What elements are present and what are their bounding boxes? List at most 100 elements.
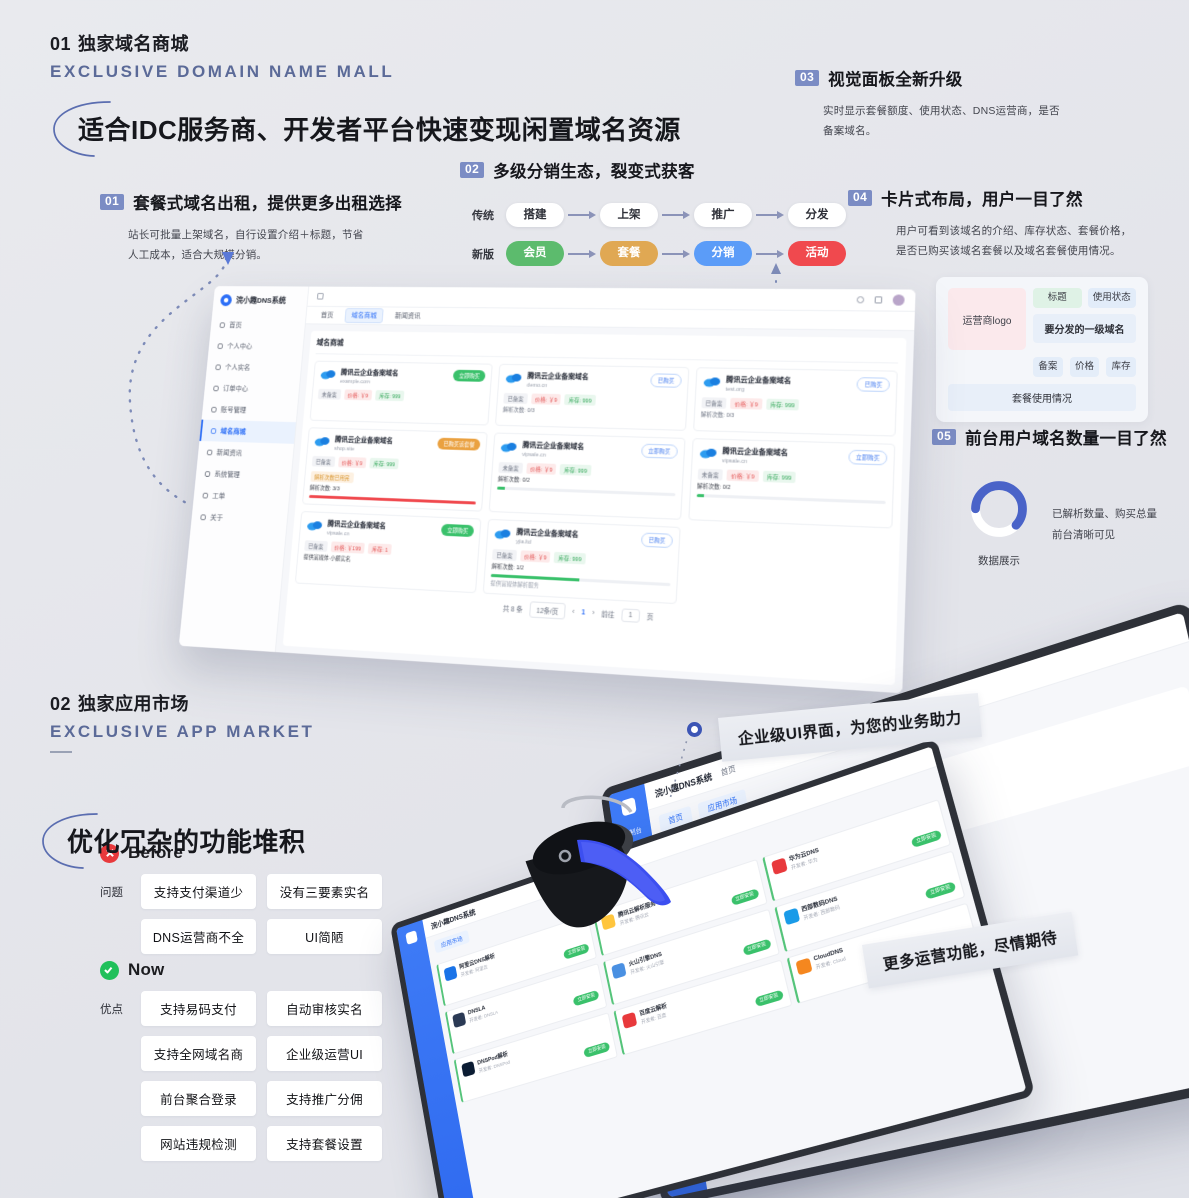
page-size-select[interactable]: 12条/页 xyxy=(529,601,566,620)
card-head: 腾讯云企业备案域名 yjia.ltd xyxy=(493,526,672,552)
card-tags: 未备案 价格: ￥9 库存: 999 xyxy=(317,388,485,403)
feature-01-head: 01 套餐式域名出租，提供更多出租选择 xyxy=(100,190,440,214)
sidebar-item-account[interactable]: 账号管理 xyxy=(202,398,298,422)
card-name: 腾讯云企业备案域名 xyxy=(340,369,399,378)
card-tag: 库存: 999 xyxy=(564,394,596,406)
domain-mall-panel: 域名商城 立即购买 腾讯云企业备案域名 example.com 未备案 xyxy=(282,330,907,686)
flow-arrow-icon xyxy=(564,249,600,259)
domain-card[interactable]: 立即购买 腾讯云企业备案域名 vipsale.cn 未备案 价格: ￥9 库存:… xyxy=(488,432,686,520)
feature-block-03: 03 视觉面板全新升级 实时显示套餐额度、使用状态、DNS运营商，是否 备案域名… xyxy=(795,66,1155,142)
sidebar-item-domain-mall[interactable]: 域名商城 xyxy=(199,419,296,444)
card-name: 腾讯云企业备案域名 xyxy=(327,520,387,531)
info-icon xyxy=(200,513,207,520)
now-tag: 前台聚合登录 xyxy=(141,1081,256,1116)
section-two-headline-wrap: 优化冗杂的功能堆积 xyxy=(42,813,1189,869)
feature-02-number: 02 xyxy=(460,161,485,179)
domain-card[interactable]: 已购买 腾讯云企业备案域名 demo.cn 已备案 价格: ￥9 库存: 999 xyxy=(495,363,690,431)
domain-card[interactable]: 已购买该套餐 腾讯云企业备案域名 shop.site 已备案 价格: ￥9 库存… xyxy=(301,427,489,512)
install-button[interactable]: 立即安装 xyxy=(730,887,760,906)
install-button[interactable]: 立即安装 xyxy=(924,880,957,900)
card-domain: vipsale.cn xyxy=(326,530,350,538)
sidebar-label: 个人中心 xyxy=(226,341,253,350)
sidebar-item-realname[interactable]: 个人实名 xyxy=(206,356,302,379)
card-status-badge[interactable]: 已购买 xyxy=(640,532,673,549)
tab-home[interactable]: 首页 xyxy=(320,312,334,320)
card-quota: 解析次数: 0/3 xyxy=(502,407,535,415)
prev-page-button[interactable]: ‹ xyxy=(572,608,575,616)
domain-card[interactable]: 已购买 腾讯云企业备案域名 test.org 已备案 价格: ￥9 库存: 99… xyxy=(692,367,898,437)
card-name: 腾讯云企业备案域名 xyxy=(516,529,579,539)
install-button[interactable]: 立即安装 xyxy=(583,1040,611,1058)
now-head: Now xyxy=(100,960,382,980)
now-tag: 自动审核实名 xyxy=(267,991,382,1026)
donut-chart-icon xyxy=(971,481,1027,537)
feature-04-head: 04 卡片式布局，用户一目了然 xyxy=(848,186,1178,210)
now-side-label: 优点 xyxy=(100,1004,123,1016)
card-tag: 未备案 xyxy=(317,388,341,400)
sidebar-item-orders[interactable]: 订单中心 xyxy=(204,377,300,400)
card-status-badge[interactable]: 已购买 xyxy=(856,377,891,393)
flow-step-promote: 推广 xyxy=(694,203,752,228)
card-tag: 价格: ￥9 xyxy=(726,469,759,482)
cloud-icon xyxy=(501,442,518,453)
card-status-badge[interactable]: 立即购买 xyxy=(848,449,888,466)
card-status-badge[interactable]: 立即购买 xyxy=(441,523,475,538)
before-label: Before xyxy=(128,843,184,862)
domain-card[interactable]: 立即购买 腾讯云企业备案域名 vipsale.cn 未备案 价格: ￥9 库存:… xyxy=(687,438,896,529)
card-status-badge[interactable]: 已购买该套餐 xyxy=(437,437,481,451)
flow-step-build: 搭建 xyxy=(506,203,564,228)
feature-04-body: 用户可看到该域名的介绍、库存状态、套餐价格， 是否已购买该域名套餐以及域名套餐使… xyxy=(848,221,1178,262)
card-status-badge[interactable]: 立即购买 xyxy=(453,369,486,382)
dashboard-main: 首页 域名商城 新闻资讯 域名商城 立即购买 腾讯云企业备案域名 ex xyxy=(275,286,916,694)
card-mock-chip-title: 标题 xyxy=(1033,288,1082,309)
sidebar-item-about[interactable]: 关于 xyxy=(191,505,288,531)
card-mock-footer: 套餐使用情况 xyxy=(948,384,1136,412)
tablet-tab-home[interactable]: 首页 xyxy=(720,764,737,778)
circle-annotation-icon xyxy=(42,813,98,869)
now-tag: 企业级运营UI xyxy=(267,1036,382,1071)
section-one-headline: 适合IDC服务商、开发者平台快速变现闲置域名资源 xyxy=(78,115,681,145)
page-number[interactable]: 1 xyxy=(581,608,586,617)
install-button[interactable]: 立即安装 xyxy=(754,989,784,1007)
card-tag: 已备案 xyxy=(701,397,727,409)
domain-card[interactable]: 立即购买 腾讯云企业备案域名 example.com 未备案 价格: ￥9 库存… xyxy=(309,360,494,426)
card-status-badge[interactable]: 已购买 xyxy=(650,373,682,388)
card-tag: 价格: ￥9 xyxy=(520,550,551,563)
feature-02-head: 02 多级分销生态，裂变式获客 xyxy=(460,158,695,182)
search-icon[interactable] xyxy=(856,296,865,304)
next-page-button[interactable]: › xyxy=(591,609,595,617)
card-status-badge[interactable]: 立即购买 xyxy=(640,443,678,459)
card-layout-mock: 运营商logo 标题 使用状态 要分发的一级域名 备案 价格 库存 套餐使用情况 xyxy=(936,277,1148,423)
sidebar-item-profile[interactable]: 个人中心 xyxy=(208,335,304,358)
feature-04-body-line-1: 用户可看到该域名的介绍、库存状态、套餐价格， xyxy=(896,225,1132,237)
card-tag: 库存: 999 xyxy=(554,551,586,565)
tab-news[interactable]: 新闻资讯 xyxy=(394,313,421,320)
sidebar-label: 订单中心 xyxy=(222,383,249,393)
id-icon xyxy=(215,364,222,370)
now-tag: 网站违规检测 xyxy=(141,1126,256,1161)
sidebar-item-home[interactable]: 首页 xyxy=(210,314,306,336)
domain-card[interactable]: 立即购买 腾讯云企业备案域名 vipsale.cn 已备案 价格: ￥199 库… xyxy=(294,511,482,594)
card-domain: test.org xyxy=(725,386,745,394)
sidebar-label: 关于 xyxy=(209,512,224,522)
domain-card[interactable]: 已购买 腾讯云企业备案域名 yjia.ltd 已备案 价格: ￥9 库存: 99… xyxy=(483,518,681,605)
avatar[interactable] xyxy=(892,294,905,306)
now-tag-columns: 支持易码支付 支持全网域名商 前台聚合登录 网站违规检测 自动审核实名 企业级运… xyxy=(141,991,382,1161)
tab-domain-mall[interactable]: 域名商城 xyxy=(344,308,384,324)
card-name: 腾讯云企业备案域名 xyxy=(522,442,585,451)
sidebar-label: 域名商城 xyxy=(220,426,247,436)
card-domain: vipsale.cn xyxy=(521,451,546,459)
collapse-icon[interactable] xyxy=(316,293,324,300)
feature-03-head: 03 视觉面板全新升级 xyxy=(795,66,1155,90)
flow-step-package: 套餐 xyxy=(600,241,658,266)
install-button[interactable]: 立即安装 xyxy=(742,938,772,956)
goto-input[interactable]: 1 xyxy=(621,607,640,623)
cloud-icon xyxy=(306,521,323,531)
install-button[interactable]: 立即安装 xyxy=(572,989,600,1006)
bell-icon[interactable] xyxy=(874,296,883,304)
card-tag: 价格: ￥9 xyxy=(530,393,562,405)
brand-name: 浣小趣DNS系统 xyxy=(235,296,287,305)
rail-logo-icon xyxy=(405,930,418,945)
